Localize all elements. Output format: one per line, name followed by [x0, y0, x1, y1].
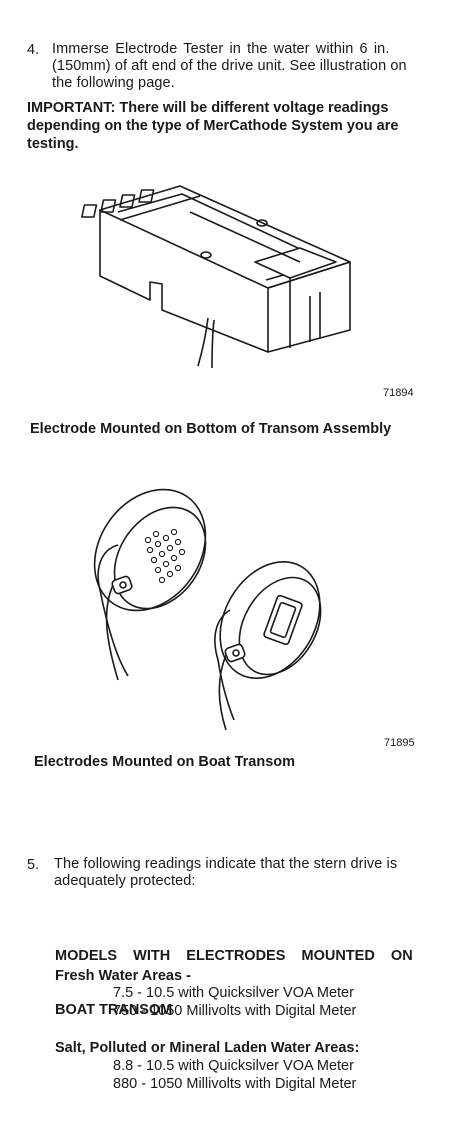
- figure-1-caption: Electrode Mounted on Bottom of Transom A…: [30, 421, 392, 437]
- step-5-text: The following readings indicate that the…: [54, 856, 439, 890]
- reading-line: 8.8 - 10.5 with Quicksilver VOA Meter: [113, 1058, 354, 1074]
- step-4-line: the following page.: [52, 75, 175, 91]
- important-line: depending on the type of MerCathode Syst…: [27, 118, 399, 134]
- salt-water-readings: 8.8 - 10.5 with Quicksilver VOA Meter 88…: [113, 1057, 356, 1093]
- reading-line: 7.5 - 10.5 with Quicksilver VOA Meter: [113, 985, 354, 1001]
- figure-2-number: 71895: [384, 737, 415, 749]
- important-line: IMPORTANT: There will be different volta…: [27, 100, 389, 116]
- models-heading-line: BOAT TRANSOM: [55, 1002, 173, 1018]
- step-5-number: 5.: [27, 857, 40, 873]
- important-note: IMPORTANT: There will be different volta…: [27, 99, 437, 153]
- fresh-water-readings: 7.5 - 10.5 with Quicksilver VOA Meter 75…: [113, 984, 356, 1020]
- transom-assembly-electrode-illustration: [81, 185, 351, 369]
- important-line: testing.: [27, 136, 79, 152]
- reading-line: 750 - 1050 Millivolts with Digital Meter: [113, 1003, 357, 1019]
- models-heading-line: MODELS WITH ELECTRODES MOUNTED ON: [55, 948, 413, 964]
- figure-1-number: 71894: [383, 387, 414, 399]
- figure-2-caption: Electrodes Mounted on Boat Transom: [34, 754, 296, 770]
- salt-water-heading: Salt, Polluted or Mineral Laden Water Ar…: [55, 1040, 360, 1056]
- step-4-number: 4.: [27, 42, 40, 58]
- step-5-line: The following readings indicate that the…: [54, 856, 398, 872]
- step-4-text: Immerse Electrode Tester in the water wi…: [52, 41, 437, 92]
- step-5-line: adequately protected:: [54, 873, 196, 889]
- reading-line: 880 - 1050 Millivolts with Digital Meter: [113, 1076, 357, 1092]
- fresh-water-heading: Fresh Water Areas -: [55, 968, 191, 984]
- step-4-line: Immerse Electrode Tester in the water wi…: [52, 41, 390, 57]
- step-4-line: (150mm) of aft end of the drive unit. Se…: [52, 58, 407, 74]
- models-heading: MODELS WITH ELECTRODES MOUNTED ON BOAT T…: [55, 911, 430, 1037]
- boat-transom-electrodes-illustration: [93, 488, 322, 731]
